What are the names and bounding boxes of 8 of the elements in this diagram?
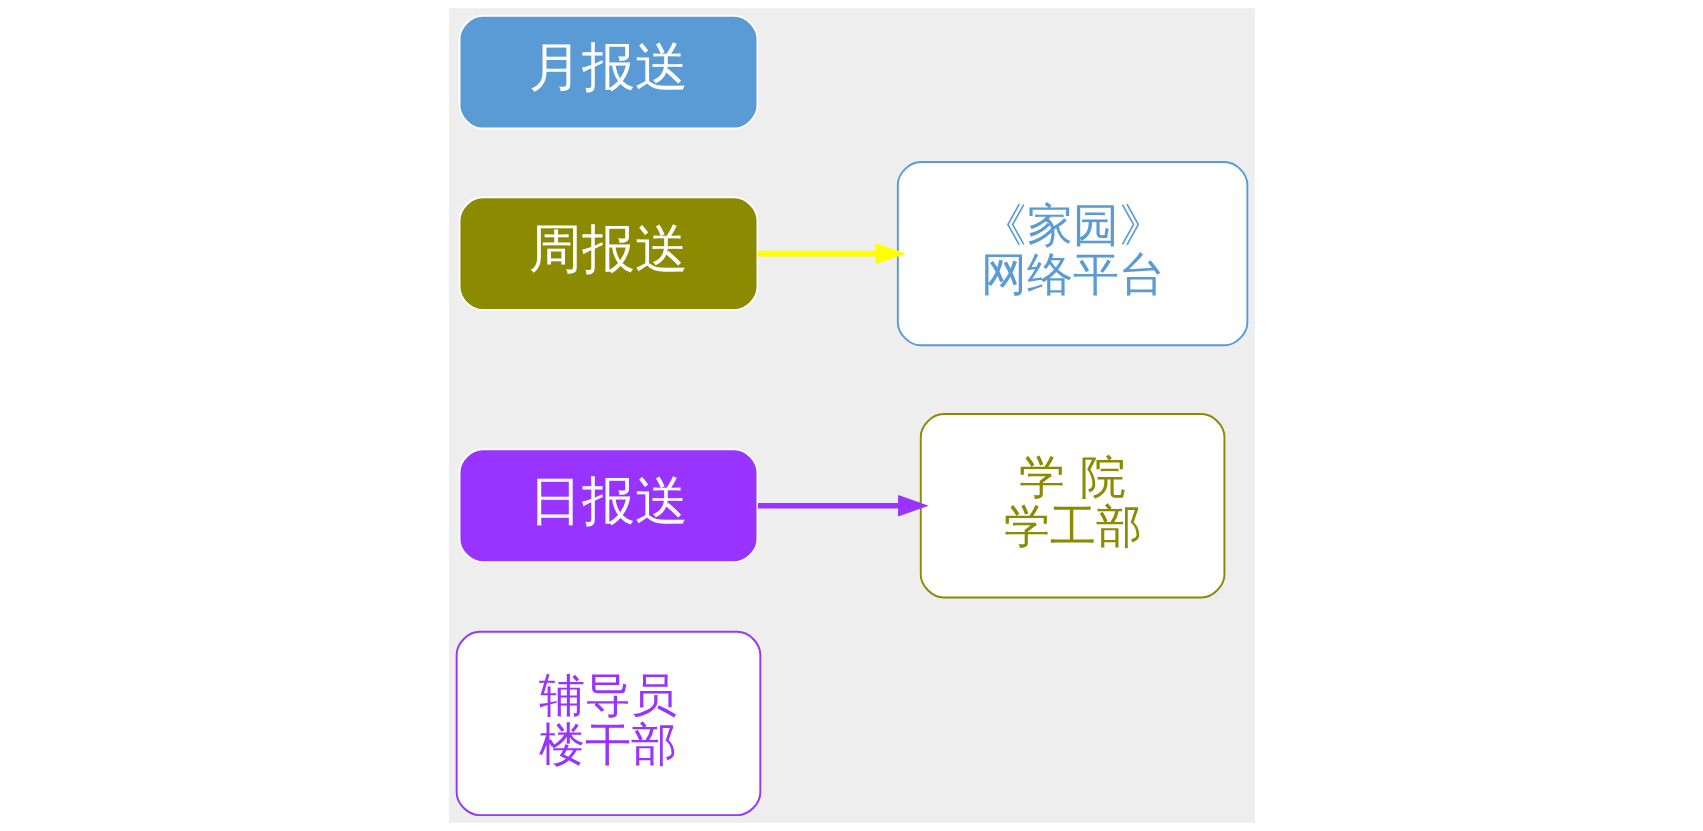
node-box: 《家园》 网络平台 — [896, 161, 1248, 347]
node-box: 辅导员 楼干部 — [455, 630, 761, 817]
node-box: 日报送 — [458, 448, 758, 564]
node-box: 学 院 学工部 — [919, 413, 1225, 599]
arrow — [757, 495, 929, 517]
node-box: 月报送 — [458, 14, 758, 130]
node-box: 周报送 — [458, 196, 758, 311]
arrow — [757, 242, 906, 265]
